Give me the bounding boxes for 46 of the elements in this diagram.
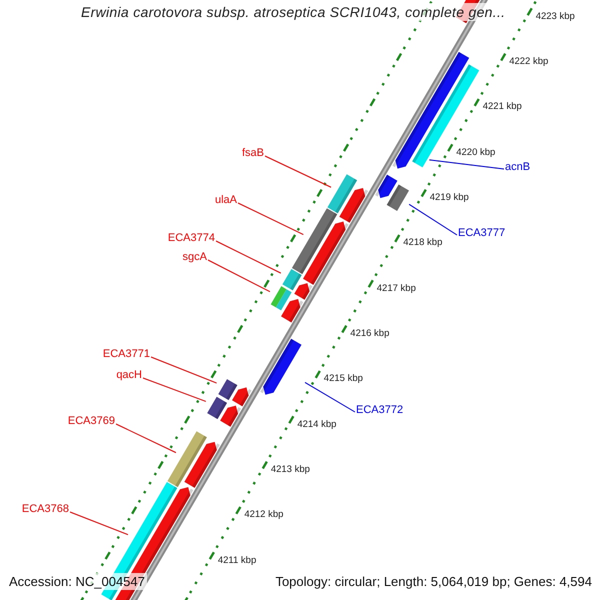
leader-line [216, 240, 282, 274]
leader-line [116, 424, 176, 454]
gene-label: ECA3769 [68, 415, 115, 428]
gene-bar [218, 379, 238, 400]
gene-label: ECA3771 [102, 348, 150, 361]
gene-label: ECA3768 [22, 503, 69, 516]
scale-label: 4215 kbp [324, 373, 363, 384]
leader-line [408, 204, 458, 236]
accession-text: Accession: NC_004547 [7, 573, 147, 590]
leader-line [238, 202, 304, 236]
gene-label: ECA3777 [458, 227, 506, 240]
gene-label: acnB [505, 161, 530, 174]
scale-label: 4223 kbp [536, 10, 575, 22]
gene-bar [412, 64, 480, 168]
gene-bar [327, 174, 358, 214]
gene-label: ECA3774 [168, 232, 215, 245]
scale-label: 4218 kbp [403, 237, 442, 248]
leader-line [208, 260, 270, 292]
gene-label: qacH [116, 369, 142, 382]
scale-label: 4219 kbp [430, 192, 469, 204]
scale-label: 4211 kbp [218, 554, 256, 566]
leader-line [304, 382, 356, 412]
gene-label: ulaA [214, 194, 237, 207]
gene-label: ECA3772 [356, 404, 404, 417]
gene-bar [167, 431, 207, 488]
strand-gene-block [260, 338, 302, 395]
gene-bar [292, 208, 338, 274]
gene-bar [270, 286, 292, 310]
scale-label: 4220 kbp [456, 146, 496, 158]
leader-line [150, 356, 218, 384]
gene-bar [386, 184, 410, 211]
leader-line [70, 512, 128, 536]
scale-label: 4221 kbp [482, 101, 522, 112]
scale-label: 4213 kbp [270, 464, 310, 476]
gene-label: fsaB [242, 147, 264, 160]
scale-label: 4222 kbp [509, 56, 548, 68]
leader-line [428, 159, 504, 170]
leader-line [264, 156, 332, 188]
gene-bar [282, 268, 302, 290]
gene-label: sgcA [182, 251, 207, 264]
gene-bar [207, 396, 228, 420]
scale-label: 4217 kbp [376, 282, 416, 294]
leader-line [142, 378, 206, 402]
scale-label: 4216 kbp [350, 328, 390, 340]
scale-label: 4214 kbp [297, 418, 336, 430]
scale-label: 4212 kbp [244, 509, 284, 520]
